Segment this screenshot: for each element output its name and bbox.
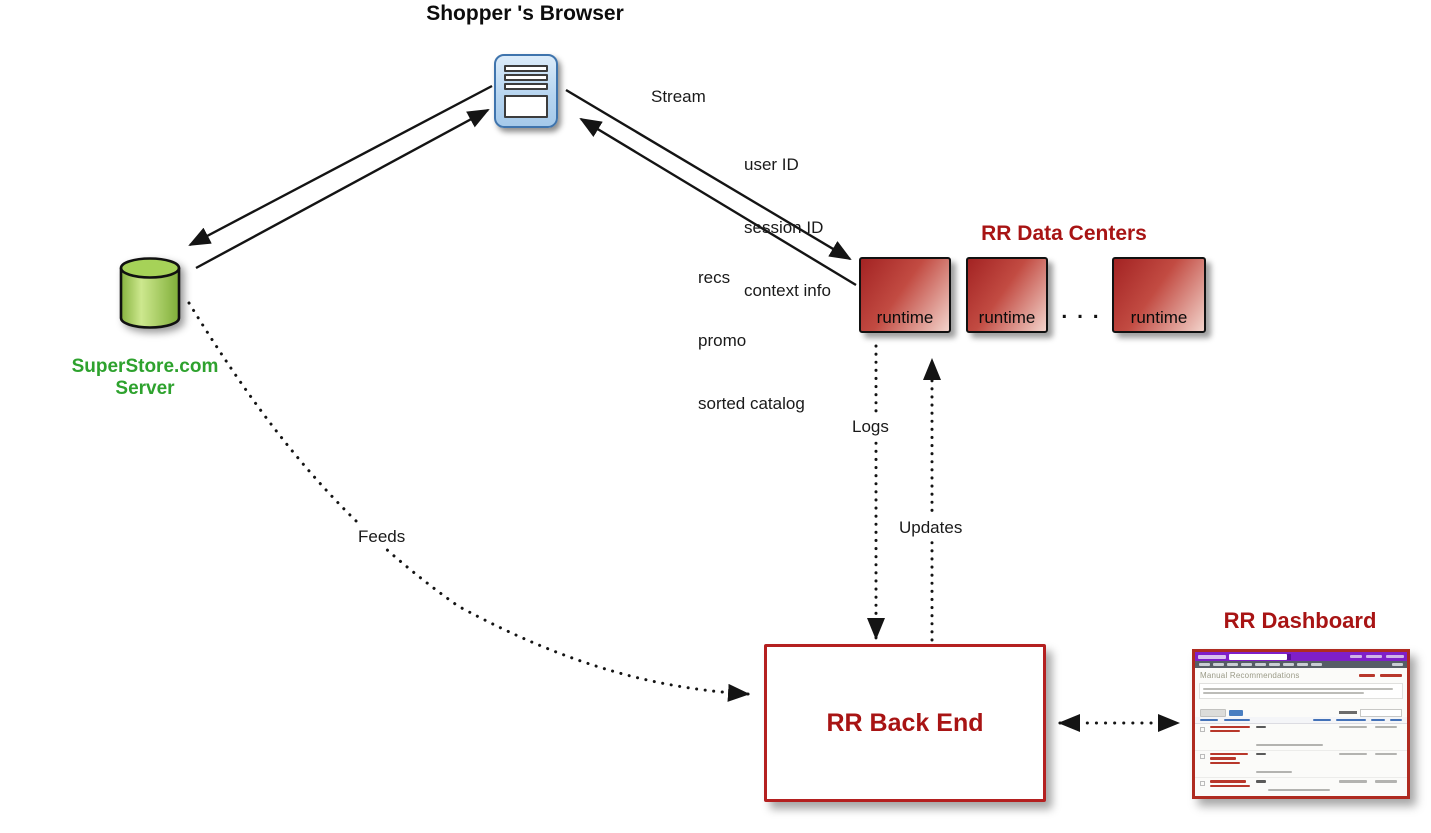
thumb-logo [1198, 654, 1226, 659]
edge-runtime-to-browser [579, 117, 857, 287]
stream-payload-label: user ID session ID context info [744, 155, 831, 300]
feeds-label: Feeds [353, 525, 411, 548]
edge-browser-to-runtime [565, 88, 852, 261]
thumb-navbar [1195, 661, 1407, 668]
response-payload-label: recs promo sorted catalog [698, 268, 805, 413]
rr-data-centers-title: RR Data Centers [981, 222, 1147, 245]
thumb-table-row [1195, 751, 1407, 779]
thumb-search-button [1287, 653, 1291, 660]
rr-back-end-box: RR Back End [764, 644, 1046, 802]
thumb-heading-row: Manual Recommendations [1195, 668, 1407, 682]
browser-icon [494, 54, 558, 128]
dashboard-screenshot-thumbnail: Manual Recommendations [1192, 649, 1410, 799]
edge-server-to-browser [195, 108, 490, 270]
thumb-toolbar [1195, 708, 1407, 717]
superstore-server-label: SuperStore.com Server [71, 356, 219, 399]
server-cylinder-icon [119, 257, 181, 329]
browser-icon-bar [504, 65, 548, 72]
browser-icon-bar [504, 83, 548, 90]
datacenter-ellipsis: . . . [1061, 300, 1101, 323]
thumb-table-header [1195, 717, 1407, 724]
browser-icon-bar [504, 74, 548, 81]
rr-dashboard-title: RR Dashboard [1223, 608, 1377, 633]
thumb-table-row [1195, 778, 1407, 796]
runtime-node-3: runtime [1112, 257, 1206, 333]
stream-label: Stream [651, 87, 706, 106]
browser-icon-panel [504, 95, 548, 118]
runtime-node-2: runtime [966, 257, 1048, 333]
thumb-topbar [1195, 652, 1407, 661]
thumb-page-heading: Manual Recommendations [1200, 670, 1300, 680]
thumb-gray-button [1200, 708, 1226, 717]
thumb-search-input [1229, 653, 1291, 660]
rr-back-end-label: RR Back End [826, 708, 984, 737]
thumb-action-links [1359, 673, 1402, 677]
logs-label: Logs [847, 415, 894, 438]
edge-feeds [187, 301, 750, 702]
thumb-filter-controls [1339, 708, 1402, 717]
thumb-filter-input [1360, 708, 1402, 717]
edge-browser-to-server [188, 84, 493, 247]
thumb-topbar-links [1350, 655, 1404, 658]
runtime-node-1: runtime [859, 257, 951, 333]
updates-label: Updates [894, 516, 968, 539]
thumb-table-row [1195, 724, 1407, 752]
thumb-description-text [1199, 683, 1403, 699]
shopper-browser-title: Shopper 's Browser [426, 2, 624, 25]
thumb-blue-button [1229, 709, 1243, 716]
